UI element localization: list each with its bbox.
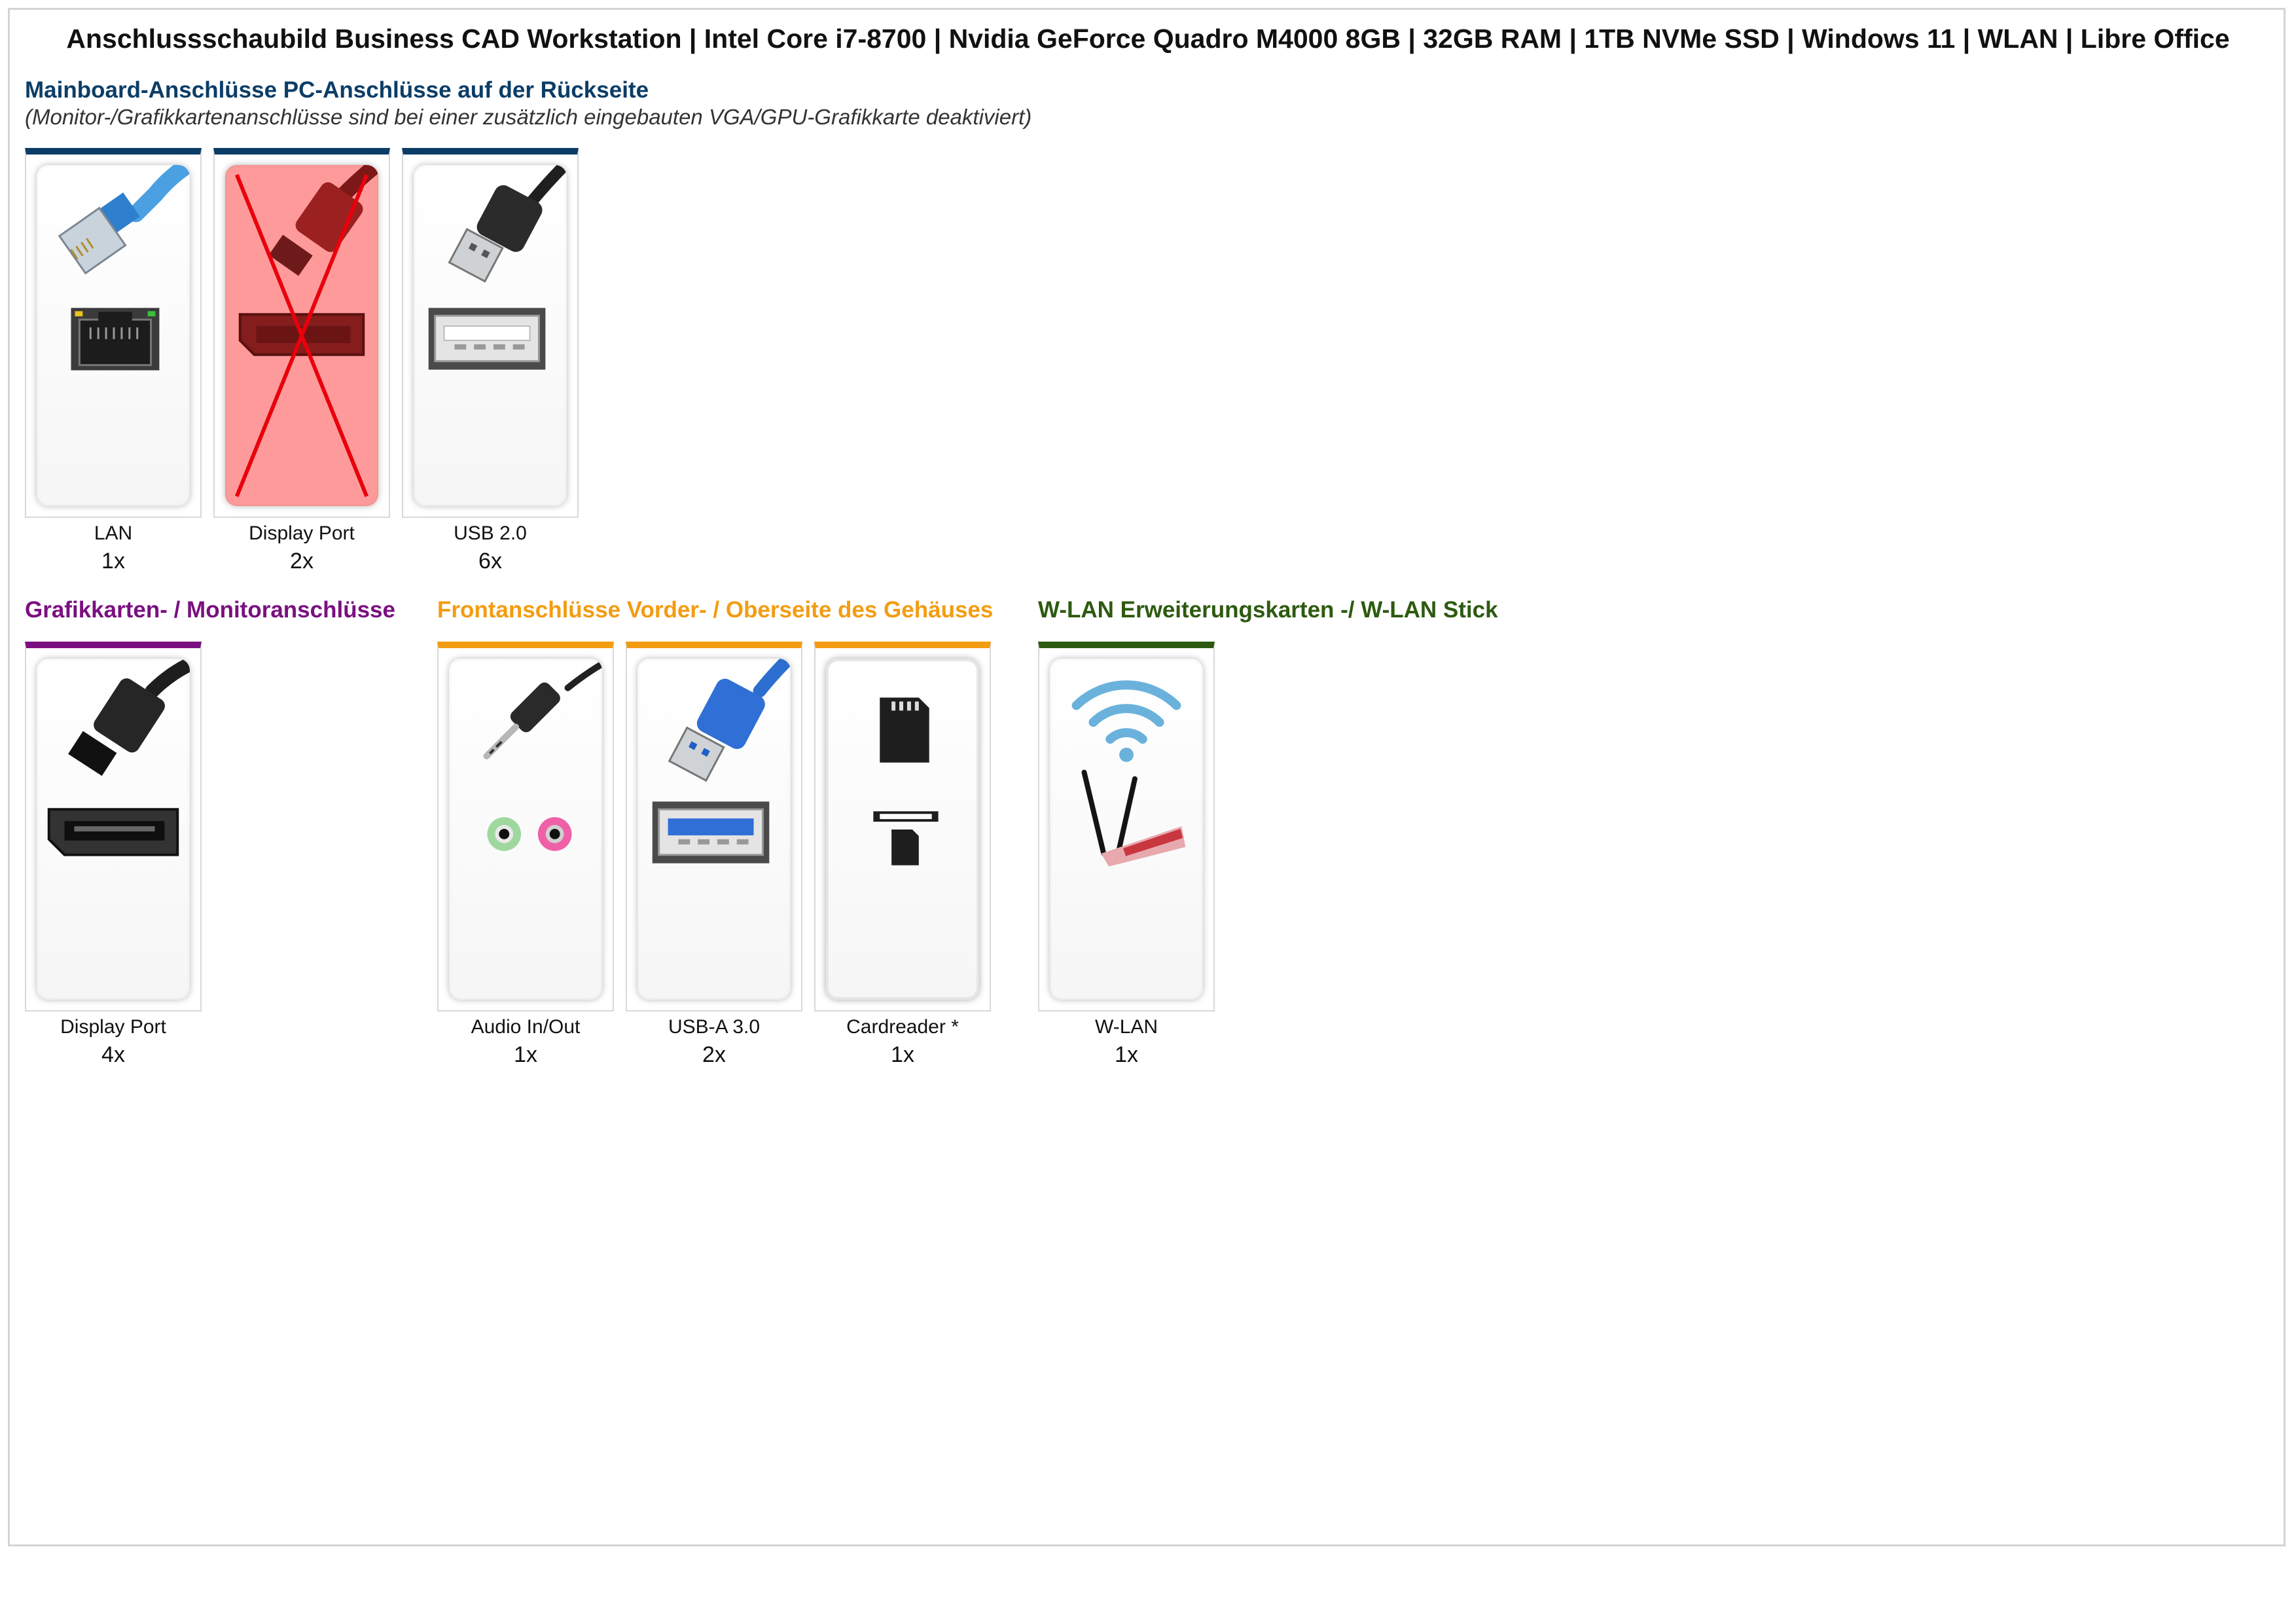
port-label-displayport-gpu: Display Port — [60, 1016, 166, 1038]
port-label-usb-2: USB 2.0 — [454, 522, 527, 544]
port-count-wlan: 1x — [1115, 1042, 1138, 1067]
section-title-front: Frontanschlüsse Vorder- / Oberseite des … — [437, 597, 994, 623]
section-subtitle-mainboard: (Monitor-/Grafikkartenanschlüsse sind be… — [25, 105, 1032, 129]
port-card-usb-2 — [402, 148, 579, 518]
section-title-mainboard: Mainboard-Anschlüsse PC-Anschlüsse auf d… — [25, 77, 649, 103]
port-card-lan — [25, 148, 202, 518]
port-label-lan: LAN — [94, 522, 133, 544]
wifi-icon — [1071, 680, 1186, 867]
main-title: Anschlussschaubild Business CAD Workstat… — [66, 24, 2230, 54]
port-label-audio: Audio In/Out — [471, 1016, 581, 1038]
port-label-usb-3: USB-A 3.0 — [668, 1016, 761, 1038]
port-count-displayport-gpu: 4x — [101, 1042, 125, 1067]
section-title-wlan: W-LAN Erweiterungskarten -/ W-LAN Stick — [1038, 597, 1498, 623]
usb-2-icon — [428, 165, 567, 370]
port-count-usb-2: 6x — [478, 549, 502, 574]
port-count-lan: 1x — [101, 549, 125, 574]
port-count-displayport-mainboard: 2x — [290, 549, 314, 574]
port-label-displayport-mainboard: Display Port — [249, 522, 355, 544]
port-count-audio: 1x — [514, 1042, 537, 1067]
sd-card-icon — [873, 697, 939, 866]
port-card-audio — [437, 642, 614, 1012]
port-card-usb-3 — [626, 642, 802, 1012]
port-label-wlan: W-LAN — [1094, 1016, 1158, 1038]
port-card-displayport-gpu — [25, 642, 202, 1012]
port-card-wlan — [1038, 642, 1215, 1012]
displayport-icon — [47, 659, 190, 856]
lan-port-icon — [58, 165, 190, 371]
port-card-displayport-mainboard — [213, 148, 390, 518]
displayport-icon — [235, 165, 378, 498]
port-card-cardreader — [814, 642, 991, 1012]
port-count-cardreader: 1x — [891, 1042, 914, 1067]
port-count-usb-3: 2x — [702, 1042, 726, 1067]
audio-jack-icon — [483, 661, 602, 851]
diagram-frame — [8, 8, 2286, 1546]
section-title-graphics: Grafikkarten- / Monitoranschlüsse — [25, 597, 395, 623]
usb-3-icon — [652, 659, 791, 864]
port-label-cardreader: Cardreader * — [846, 1016, 959, 1038]
